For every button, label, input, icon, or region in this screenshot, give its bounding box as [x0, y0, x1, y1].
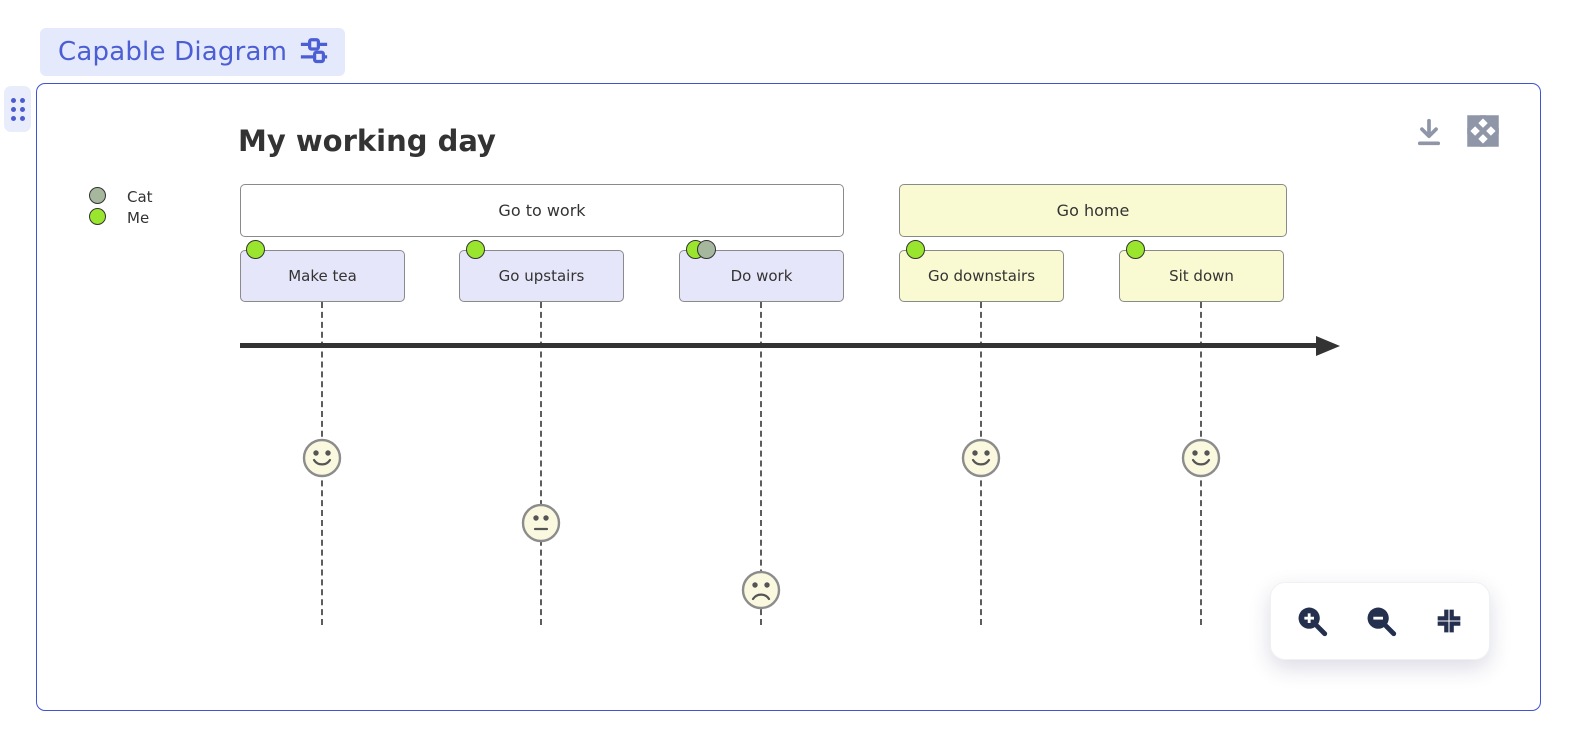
task-guideline — [540, 302, 542, 625]
task-sit-down: Sit down — [1119, 250, 1284, 302]
task-label: Go upstairs — [498, 267, 585, 285]
task-label: Sit down — [1169, 267, 1234, 285]
mood-face-sad — [740, 569, 782, 611]
drag-dot — [19, 106, 25, 112]
drag-dot — [19, 115, 25, 121]
section-label: Go to work — [498, 201, 586, 220]
legend-dot-cat — [89, 187, 106, 204]
fullscreen-button[interactable] — [1462, 110, 1504, 152]
zoom-out-button[interactable] — [1364, 604, 1398, 638]
section-label: Go home — [1056, 201, 1130, 220]
drag-dot — [10, 97, 16, 103]
section-go-to-work: Go to work — [240, 184, 844, 237]
expand-arrows-icon — [1465, 115, 1501, 152]
mood-face-happy — [301, 437, 343, 479]
fit-view-button[interactable] — [1433, 605, 1465, 637]
task-make-tea: Make tea — [240, 250, 405, 302]
download-button[interactable] — [1408, 112, 1450, 152]
diagram-type-label: Capable Diagram — [58, 37, 288, 67]
timeline-arrow — [240, 343, 1320, 348]
drag-dot — [19, 97, 25, 103]
download-icon — [1412, 118, 1446, 152]
task-go-upstairs: Go upstairs — [459, 250, 624, 302]
diagram-title: My working day — [238, 124, 496, 158]
diagram-type-chip[interactable]: Capable Diagram — [40, 28, 346, 76]
section-go-home: Go home — [899, 184, 1287, 237]
fit-view-icon — [1433, 609, 1465, 640]
legend-label-me: Me — [127, 209, 150, 227]
task-label: Go downstairs — [927, 267, 1036, 285]
zoom-controls — [1270, 582, 1490, 660]
drag-handle[interactable] — [4, 86, 31, 132]
actor-marker-me — [906, 240, 925, 259]
legend-label-cat: Cat — [127, 188, 153, 206]
mood-face-neutral — [520, 502, 562, 544]
actor-marker-cat — [697, 240, 716, 259]
drag-dot — [10, 115, 16, 121]
drag-dot — [10, 106, 16, 112]
task-label: Make tea — [288, 267, 357, 285]
actor-marker-me — [466, 240, 485, 259]
actor-marker-me — [1126, 240, 1145, 259]
task-go-downstairs: Go downstairs — [899, 250, 1064, 302]
mood-face-happy — [960, 437, 1002, 479]
mood-face-happy — [1180, 437, 1222, 479]
legend-dot-me — [89, 208, 106, 225]
actor-marker-me — [246, 240, 265, 259]
zoom-out-icon — [1364, 607, 1398, 641]
zoom-in-button[interactable] — [1295, 604, 1329, 638]
task-guideline — [760, 302, 762, 625]
task-label: Do work — [730, 267, 793, 285]
zoom-in-icon — [1295, 607, 1329, 641]
timeline-arrowhead — [1316, 336, 1340, 356]
sliders-icon — [299, 35, 329, 69]
